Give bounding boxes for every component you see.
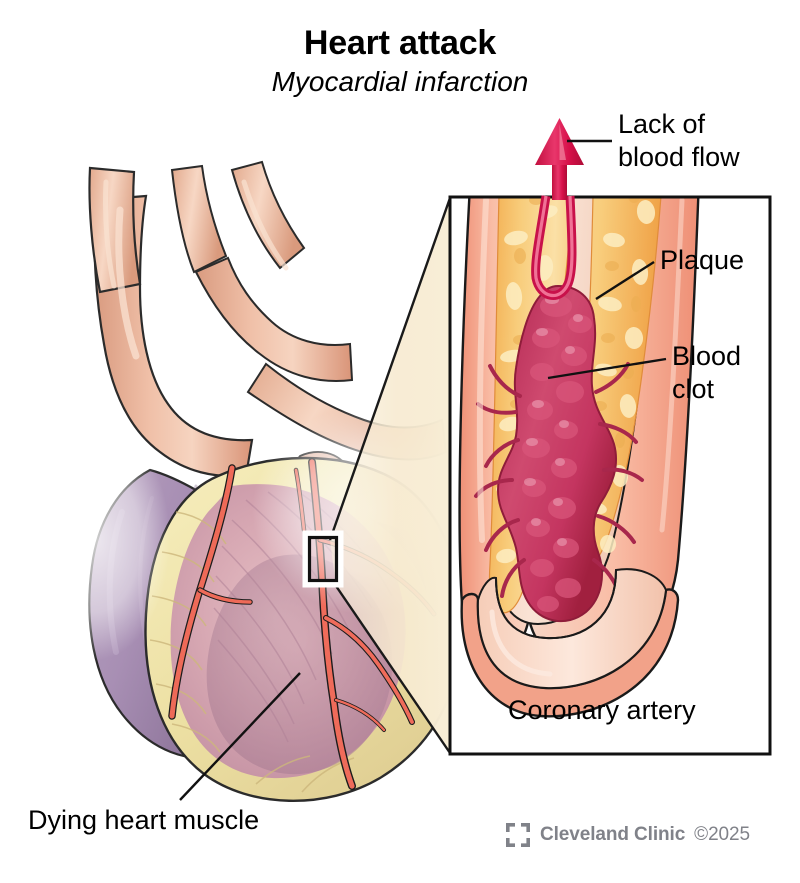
- leader-lines: [179, 139, 667, 801]
- credit-copyright: ©2025: [694, 824, 750, 845]
- label-coronary-artery: Coronary artery: [508, 695, 696, 725]
- label-plaque: Plaque: [660, 245, 745, 275]
- leader-plaque: [595, 260, 655, 301]
- leader-blood-clot: [547, 357, 667, 380]
- credit-brand: Cleveland Clinic: [540, 824, 686, 845]
- label-dying-heart-muscle: Dying heart muscle: [28, 805, 260, 835]
- cleveland-clinic-logo-icon: [506, 823, 530, 847]
- blood-clot: [474, 284, 644, 622]
- coronary-artery-detail-panel: [448, 195, 772, 756]
- leader-dying-heart-muscle: [179, 672, 301, 801]
- magnified-region-marker: [302, 530, 344, 588]
- page-subtitle: Myocardial infarction: [271, 66, 529, 97]
- artery-cut-end: [460, 568, 680, 718]
- page-title: Heart attack: [303, 24, 497, 62]
- credit-line: Cleveland Clinic ©2025: [505, 818, 750, 852]
- label-blood-clot: Blood clot: [672, 341, 742, 404]
- label-lack-of-blood-flow: Lack of blood flow: [618, 109, 740, 172]
- magnification-cone: [328, 197, 452, 754]
- blocked-blood-flow-arrow: [531, 118, 584, 300]
